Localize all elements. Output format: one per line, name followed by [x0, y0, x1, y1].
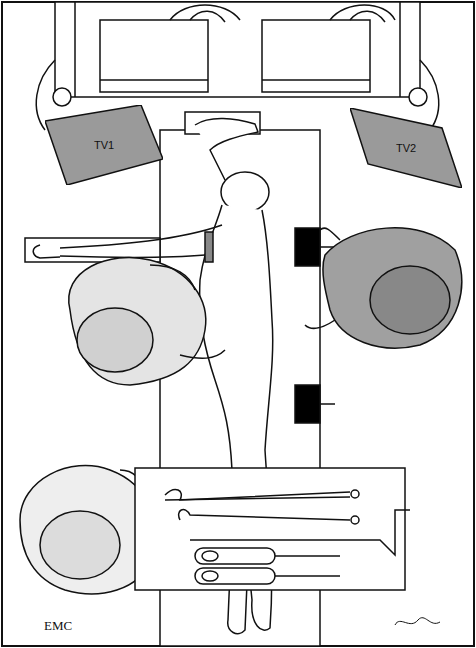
logo-text: EMC	[44, 618, 72, 634]
monitor-label: TV2	[396, 142, 416, 154]
monitor-label: TV1	[94, 139, 114, 151]
monitor-tv1: TV1	[45, 105, 163, 185]
monitor-tv2: TV2	[350, 108, 462, 188]
